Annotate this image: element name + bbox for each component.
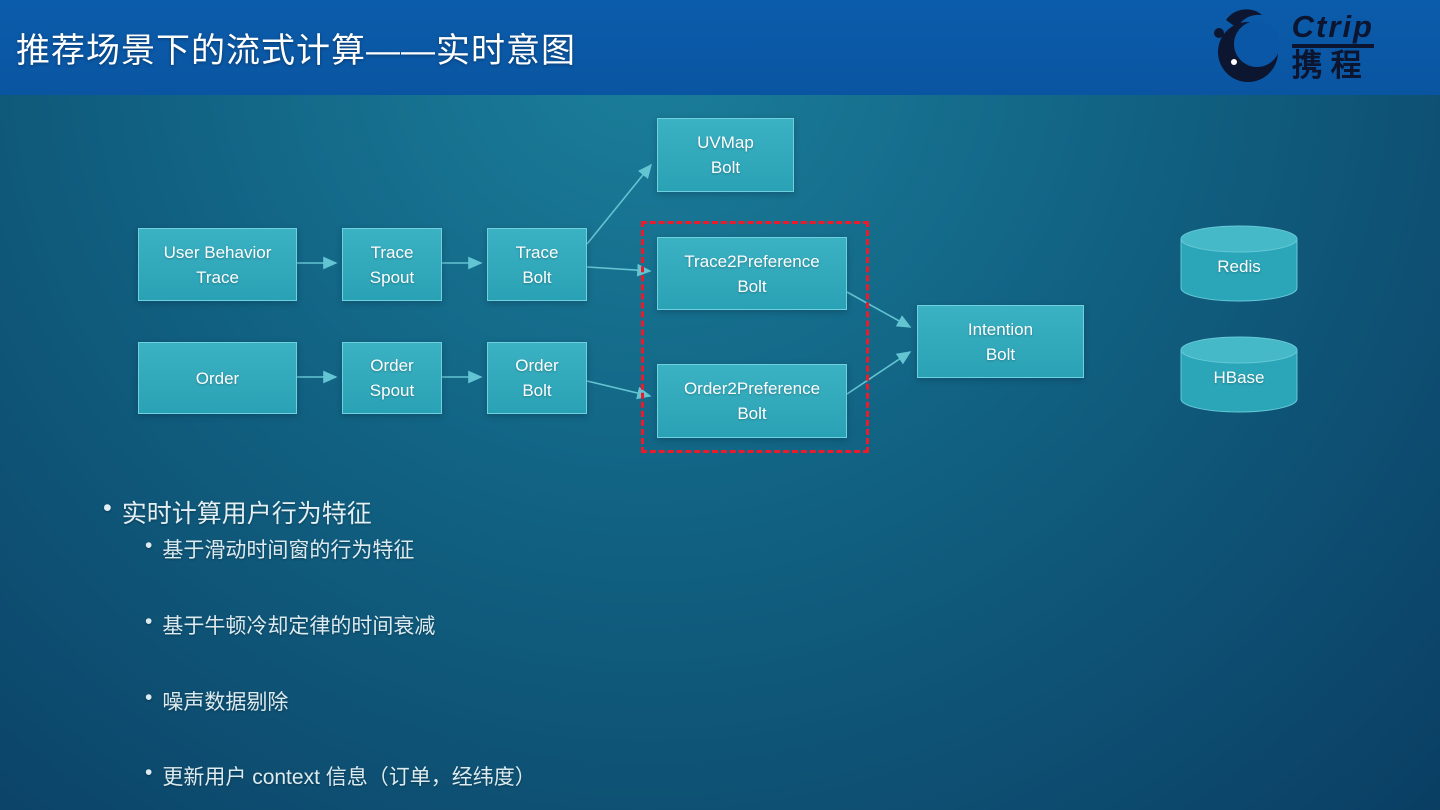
node-trace-bolt: Trace Bolt <box>487 228 587 301</box>
bullet-icon: • <box>145 534 153 557</box>
hbase-cylinder <box>1180 336 1298 413</box>
ctrip-logo-text: Ctrip 携程 <box>1291 11 1374 83</box>
node-order: Order <box>138 342 297 414</box>
arrow-tracebolt-to-trace2pref <box>586 263 652 277</box>
arrow-orderbolt-to-order2pref <box>586 380 652 400</box>
redis-cylinder <box>1180 225 1298 302</box>
node-trace-spout: Trace Spout <box>342 228 442 301</box>
bullet-sub-4: • 更新用户 context 信息（订单，经纬度） <box>145 761 536 791</box>
ctrip-logo-text-cn: 携程 <box>1291 48 1370 83</box>
slide-header: 推荐场景下的流式计算——实时意图 Ctrip 携程 <box>0 0 1440 95</box>
node-trace2preference-bolt: Trace2Preference Bolt <box>657 237 847 310</box>
redis-label: Redis <box>1217 257 1261 276</box>
diagram-arrows <box>297 163 1298 413</box>
bullet-main-text: 实时计算用户行为特征 <box>121 500 372 528</box>
bullet-icon: • <box>145 610 153 633</box>
arrow-tracebolt-to-uvmap <box>586 163 653 245</box>
node-order2preference-bolt: Order2Preference Bolt <box>657 364 847 438</box>
node-user-behavior-trace: User Behavior Trace <box>138 228 297 301</box>
bullet-sub-1: • 基于滑动时间窗的行为特征 <box>145 534 414 564</box>
node-order-bolt: Order Bolt <box>487 342 587 414</box>
bullet-sub-text: 更新用户 context 信息（订单，经纬度） <box>162 766 536 789</box>
node-intention-bolt: Intention Bolt <box>917 305 1084 378</box>
bullet-sub-text: 噪声数据剔除 <box>162 691 289 714</box>
node-uvmap-bolt: UVMap Bolt <box>657 118 794 192</box>
node-order-spout: Order Spout <box>342 342 442 414</box>
preference-bolts-highlight-box <box>641 221 869 453</box>
bullet-sub-3: • 噪声数据剔除 <box>145 686 288 716</box>
ctrip-logo: Ctrip 携程 <box>1204 6 1374 86</box>
bullet-sub-text: 基于牛顿冷却定律的时间衰减 <box>162 615 436 638</box>
bullet-icon: • <box>145 686 153 709</box>
arrow-order2pref-to-intention <box>846 351 912 395</box>
bullet-sub-2: • 基于牛顿冷却定律的时间衰减 <box>145 610 435 640</box>
ctrip-dolphin-icon <box>1213 9 1280 82</box>
slide-title: 推荐场景下的流式计算——实时意图 <box>16 32 576 70</box>
arrow-trace2pref-to-intention <box>846 291 912 328</box>
bullet-main: • 实时计算用户行为特征 <box>103 494 372 530</box>
storm-topology-diagram: UVMap Bolt User Behavior Trace Trace Spo… <box>0 95 1440 495</box>
bullet-sub-text: 基于滑动时间窗的行为特征 <box>162 539 415 562</box>
bullet-icon: • <box>103 494 112 522</box>
bullet-icon: • <box>145 761 153 784</box>
hbase-label: HBase <box>1213 368 1265 387</box>
ctrip-logo-text-en: Ctrip <box>1291 11 1374 48</box>
